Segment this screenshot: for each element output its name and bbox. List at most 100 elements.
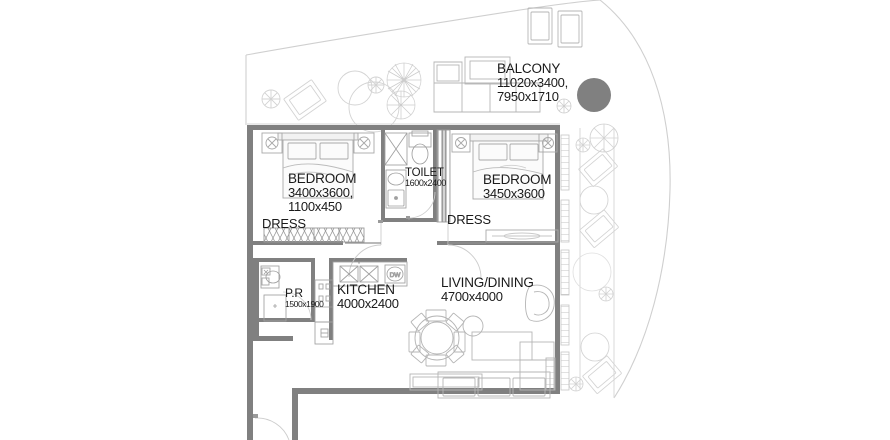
dining-chair [445, 344, 465, 364]
shrub-rosette [556, 98, 572, 114]
sofa-cushion [512, 377, 546, 397]
headboard [469, 133, 549, 142]
nightstand [538, 133, 558, 153]
tree-cluster-upper [386, 62, 422, 120]
vanity-counter [260, 265, 280, 289]
partition-pr-bottom [253, 318, 315, 322]
dress-corridor-right [436, 129, 451, 223]
pillow [509, 143, 539, 161]
vanity [385, 169, 407, 209]
lounger [283, 79, 327, 121]
washbasin [265, 270, 281, 284]
kitchen-fixtures: DW [314, 261, 408, 345]
window-louvers [560, 134, 570, 391]
headboard [277, 132, 359, 141]
double-bed [472, 140, 544, 200]
shrub-rosette [367, 76, 385, 94]
dining-chair [453, 331, 466, 353]
coffee-table [409, 373, 483, 391]
dining-set [408, 309, 466, 367]
site-outline [245, 0, 671, 399]
shrub-rosette [575, 137, 591, 153]
table-lamp [462, 315, 484, 337]
accent-solid-circle [577, 78, 611, 112]
living-dining-furniture [408, 284, 556, 399]
double-sink [339, 262, 379, 283]
vertical-slat-unit [545, 357, 556, 391]
dining-chair [410, 344, 430, 364]
balcony-furniture [433, 7, 583, 113]
outdoor-sectional-sofa [433, 61, 541, 113]
shower-tray [384, 132, 408, 166]
wall-bottom [292, 388, 560, 394]
dining-table [414, 315, 460, 361]
partition-bedroom-right-bottom [437, 241, 560, 245]
tree [589, 123, 619, 153]
dining-chair [425, 354, 447, 367]
planter-circle [580, 332, 610, 362]
partition-kitchen-right [329, 258, 333, 340]
partition-bedroom-left [381, 130, 385, 222]
svg-text:DW: DW [390, 272, 402, 279]
wall-right-exterior [555, 125, 560, 394]
planter-circle [579, 185, 609, 215]
dishwasher: DW [384, 264, 406, 284]
structural-walls [247, 125, 560, 440]
nightstand [353, 132, 375, 154]
bedroom-right-furniture [451, 133, 558, 200]
double-bed [282, 139, 354, 199]
wall-left-exterior [247, 125, 253, 340]
partition-bedroom-left-bottom [253, 241, 343, 245]
toilet-fixtures [384, 130, 436, 220]
console-unit [485, 229, 559, 243]
partition-pr-top [253, 258, 315, 262]
tree [386, 62, 422, 98]
lounger [579, 209, 619, 248]
nightstand [451, 133, 471, 153]
shrub-rosette [261, 89, 281, 109]
door-bedroom-right [447, 222, 482, 279]
bedroom-left-furniture [261, 132, 375, 199]
powder-room-fixtures [260, 265, 312, 322]
washbasin [387, 172, 405, 186]
outdoor-chair [527, 7, 553, 45]
partition-kitchen-top [329, 258, 407, 262]
planter-circle [337, 70, 373, 106]
lounger [578, 148, 618, 187]
wardrobe-slats-right [436, 129, 451, 223]
wc-unit [263, 294, 287, 322]
wardrobe-right [485, 229, 559, 243]
wall-top [247, 125, 560, 130]
wardrobe-left [263, 227, 365, 243]
dining-chair [410, 312, 430, 332]
oven-unit [314, 321, 334, 345]
pillow [287, 142, 317, 160]
pillow [319, 142, 349, 160]
nightstand [261, 132, 283, 154]
wall-bottom-left [247, 336, 293, 341]
pillow [478, 143, 508, 161]
shrub-rosette [568, 376, 584, 392]
partition-toilet-right [433, 130, 437, 222]
dining-chair [408, 331, 421, 353]
wall-corridor-right [292, 388, 298, 440]
door-bedroom-left [348, 222, 382, 278]
outdoor-coffee-table [464, 56, 511, 85]
outdoor-chair [557, 10, 583, 48]
door-markers [378, 216, 410, 223]
water-closet [408, 130, 432, 165]
entry-door [253, 414, 290, 440]
shrub-rosette [598, 286, 614, 302]
landscape-right [568, 123, 622, 394]
dining-chair [425, 309, 447, 322]
partition-kitchen-left [253, 258, 259, 338]
partition-pr-right [311, 258, 315, 320]
armchair [525, 284, 555, 322]
wall-corridor-left [247, 336, 253, 440]
planter-circle [572, 252, 612, 292]
side-table [462, 315, 533, 361]
kitchen-counter-top [332, 261, 408, 287]
tree [386, 90, 416, 120]
